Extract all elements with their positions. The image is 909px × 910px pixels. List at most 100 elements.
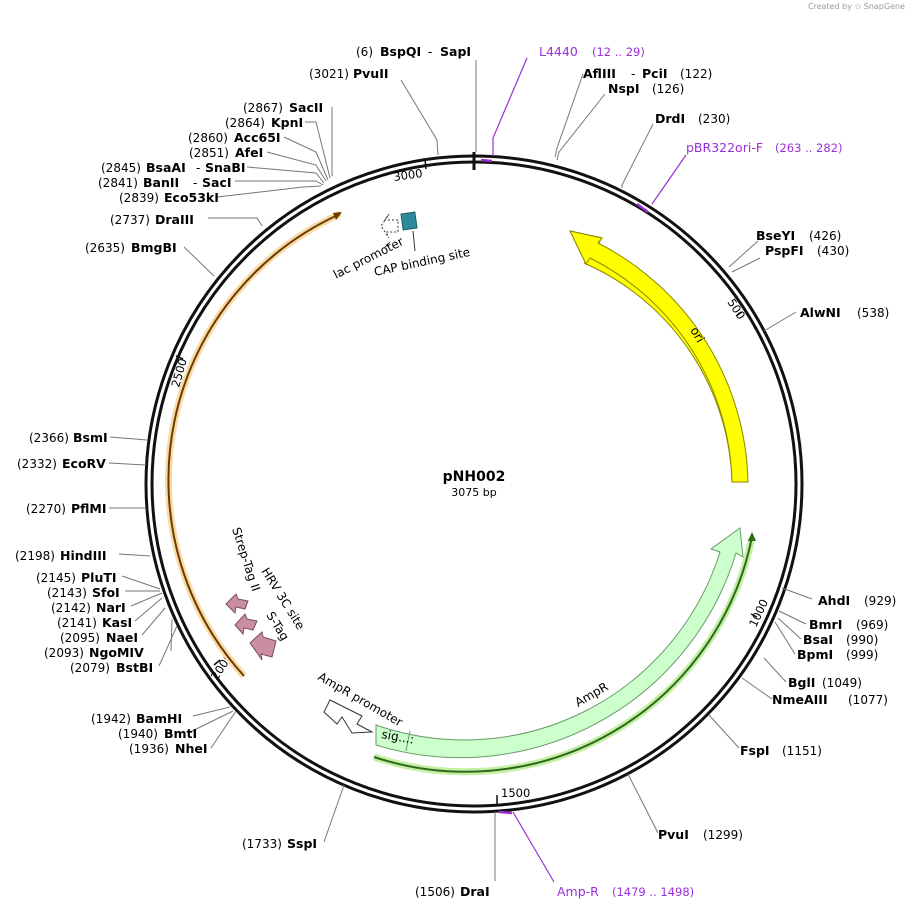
- primer-range: (263 .. 282): [775, 141, 843, 155]
- enzyme-pos: (2145): [36, 571, 76, 585]
- enzyme-pos: (2841): [98, 176, 138, 190]
- enzyme-pos: (990): [846, 633, 878, 647]
- enzyme-separator: -: [428, 45, 432, 59]
- enzyme-pos: (929): [864, 594, 896, 608]
- enzyme-name: KasI: [102, 615, 132, 630]
- enzyme-name: NmeAIII: [772, 692, 828, 707]
- enzyme-pos: (538): [857, 306, 889, 320]
- enzyme-name: HindIII: [60, 548, 107, 563]
- snapgene-credit: Created by ✩ SnapGene: [808, 2, 905, 11]
- enzyme-name: PvuI: [658, 827, 689, 842]
- enzyme-name: BglI: [788, 675, 815, 690]
- credit-text: Created by: [807, 2, 852, 11]
- hrv-3c-site-arrow: [234, 613, 258, 636]
- enzyme-separator: -: [193, 176, 197, 190]
- enzyme-name: Eco53kI: [164, 190, 219, 205]
- enzyme-pos: (1299): [703, 828, 743, 842]
- enzyme-pos: (1151): [782, 744, 822, 758]
- enzyme-name: PflMI: [71, 501, 107, 516]
- enzyme-name: EcoRV: [62, 456, 106, 471]
- enzyme-name: AflIII: [583, 66, 616, 81]
- tick-label-3000: 3000: [392, 166, 423, 184]
- enzyme-pos: (2095): [60, 631, 100, 645]
- enzyme-name: DrdI: [655, 111, 685, 126]
- enzyme-name: BmtI: [164, 726, 197, 741]
- ori-feature-body: [569, 230, 749, 483]
- enzyme-pos: (426): [809, 229, 841, 243]
- tick-label-1500: 1500: [501, 786, 530, 800]
- primer-marks: [480, 57, 687, 883]
- enzyme-name: NaeI: [106, 630, 138, 645]
- enzyme-pos: (1936): [129, 742, 169, 756]
- enzyme-pos: (2270): [26, 502, 66, 516]
- enzyme-separator: -: [196, 161, 200, 175]
- enzyme-name: KpnI: [271, 115, 303, 130]
- ampr-translation-line-core: [373, 536, 753, 773]
- enzyme-name: PspFI: [765, 243, 804, 258]
- enzyme-pos: (1506): [415, 885, 455, 899]
- enzyme-pos: (230): [698, 112, 730, 126]
- enzyme-name: NarI: [96, 600, 126, 615]
- enzyme-pos: (1077): [848, 693, 888, 707]
- enzyme-pos: (126): [652, 82, 684, 96]
- ampr-promoter-arrow: [323, 699, 374, 734]
- sig-label: sig...:: [380, 727, 415, 746]
- enzyme-pos: (2867): [243, 101, 283, 115]
- primer-name: pBR322ori-F: [686, 140, 763, 155]
- insert-orange-line: [164, 210, 342, 679]
- ampr-promoter-label: AmpR promoter: [316, 669, 406, 729]
- primer-name: Amp-R: [557, 884, 599, 899]
- enzyme-pos: (1049): [822, 676, 862, 690]
- enzyme-pos: (2860): [188, 131, 228, 145]
- primer-name: L4440: [539, 44, 578, 59]
- s-tag-arrow: [249, 631, 277, 661]
- enzyme-separator: -: [631, 67, 635, 81]
- credit-brand: SnapGene: [863, 2, 905, 11]
- snapgene-logo-icon: ✩: [854, 2, 862, 11]
- enzyme-name: NgoMIV: [89, 645, 144, 660]
- enzyme-pos: (2141): [57, 616, 97, 630]
- enzyme-name: SspI: [287, 836, 317, 851]
- tick-label-1000: 1000: [746, 597, 771, 629]
- enzyme-name: BsmI: [73, 430, 108, 445]
- strep-tag-arrow: [225, 593, 249, 615]
- enzyme-pos: (2198): [15, 549, 55, 563]
- plasmid-length: 3075 bp: [451, 486, 496, 499]
- primer-range: (1479 .. 1498): [612, 885, 694, 899]
- enzyme-name: Acc65I: [234, 130, 281, 145]
- enzyme-pos: (969): [856, 618, 888, 632]
- enzyme-pos: (2845): [101, 161, 141, 175]
- enzyme-pos: (3021): [309, 67, 349, 81]
- enzyme-name: BamHI: [136, 711, 182, 726]
- enzyme-name-alt: SapI: [440, 44, 471, 59]
- enzyme-name: SacII: [289, 100, 323, 115]
- ori-label: ori: [687, 325, 707, 346]
- enzyme-name: FspI: [740, 743, 770, 758]
- ampr-sig-divider: [405, 730, 411, 752]
- insert-orange-arrowhead: [333, 212, 342, 220]
- enzyme-name: NheI: [175, 741, 208, 756]
- insert-orange-line-core: [167, 213, 341, 677]
- enzyme-pos: (2635): [85, 241, 125, 255]
- enzyme-labels: (6) BspQI - SapI (3021) PvuII AflIII - P…: [15, 44, 896, 899]
- enzyme-pos: (1733): [242, 837, 282, 851]
- primer-range: (12 .. 29): [592, 45, 645, 59]
- enzyme-pos: (2143): [47, 586, 87, 600]
- enzyme-name: BspQI: [380, 44, 421, 59]
- enzyme-name: AhdI: [818, 593, 850, 608]
- enzyme-name: PluTI: [81, 570, 117, 585]
- enzyme-pos: (999): [846, 648, 878, 662]
- enzyme-name: BmrI: [809, 617, 842, 632]
- primer-labels: L4440 (12 .. 29) pBR322ori-F (263 .. 282…: [539, 44, 843, 899]
- enzyme-pos: (1940): [118, 727, 158, 741]
- ampr-feature: [375, 527, 744, 759]
- enzyme-name: BstBI: [116, 660, 153, 675]
- enzyme-leader-lines: [108, 60, 813, 881]
- enzyme-name: AfeI: [235, 145, 263, 160]
- enzyme-pos: (1942): [91, 712, 131, 726]
- enzyme-pos: (2079): [70, 661, 110, 675]
- enzyme-name: SfoI: [92, 585, 120, 600]
- enzyme-pos: (122): [680, 67, 712, 81]
- enzyme-pos: (430): [817, 244, 849, 258]
